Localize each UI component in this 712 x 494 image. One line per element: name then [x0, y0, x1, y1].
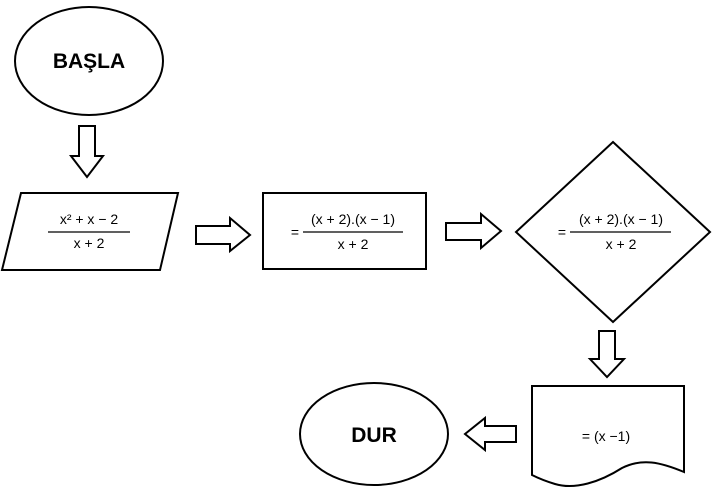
process-equals: = [291, 224, 299, 240]
end-terminal: DUR [299, 382, 449, 486]
input-denominator: x + 2 [74, 235, 105, 251]
arrow-down-1 [68, 125, 106, 179]
input-numerator: x² + x − 2 [60, 211, 119, 227]
arrow-right-1 [195, 215, 252, 254]
decision-box: = (x + 2).(x − 1) x + 2 [514, 140, 712, 324]
decision-numerator: (x + 2).(x − 1) [579, 211, 663, 227]
output-text: = (x −1) [582, 428, 630, 444]
process-box: = (x + 2).(x − 1) x + 2 [262, 192, 427, 270]
arrow-down-2 [587, 330, 627, 379]
end-label: DUR [351, 424, 397, 447]
start-label: BAŞLA [53, 50, 125, 73]
decision-equals: = [558, 224, 566, 240]
arrow-right-2 [445, 211, 503, 251]
decision-denominator: x + 2 [606, 236, 637, 252]
arrow-left [463, 415, 517, 453]
process-numerator: (x + 2).(x − 1) [311, 211, 395, 227]
input-box: x² + x − 2 x + 2 [0, 192, 180, 271]
start-terminal: BAŞLA [14, 6, 164, 116]
output-document: = (x −1) [531, 385, 685, 488]
process-denominator: x + 2 [338, 236, 369, 252]
